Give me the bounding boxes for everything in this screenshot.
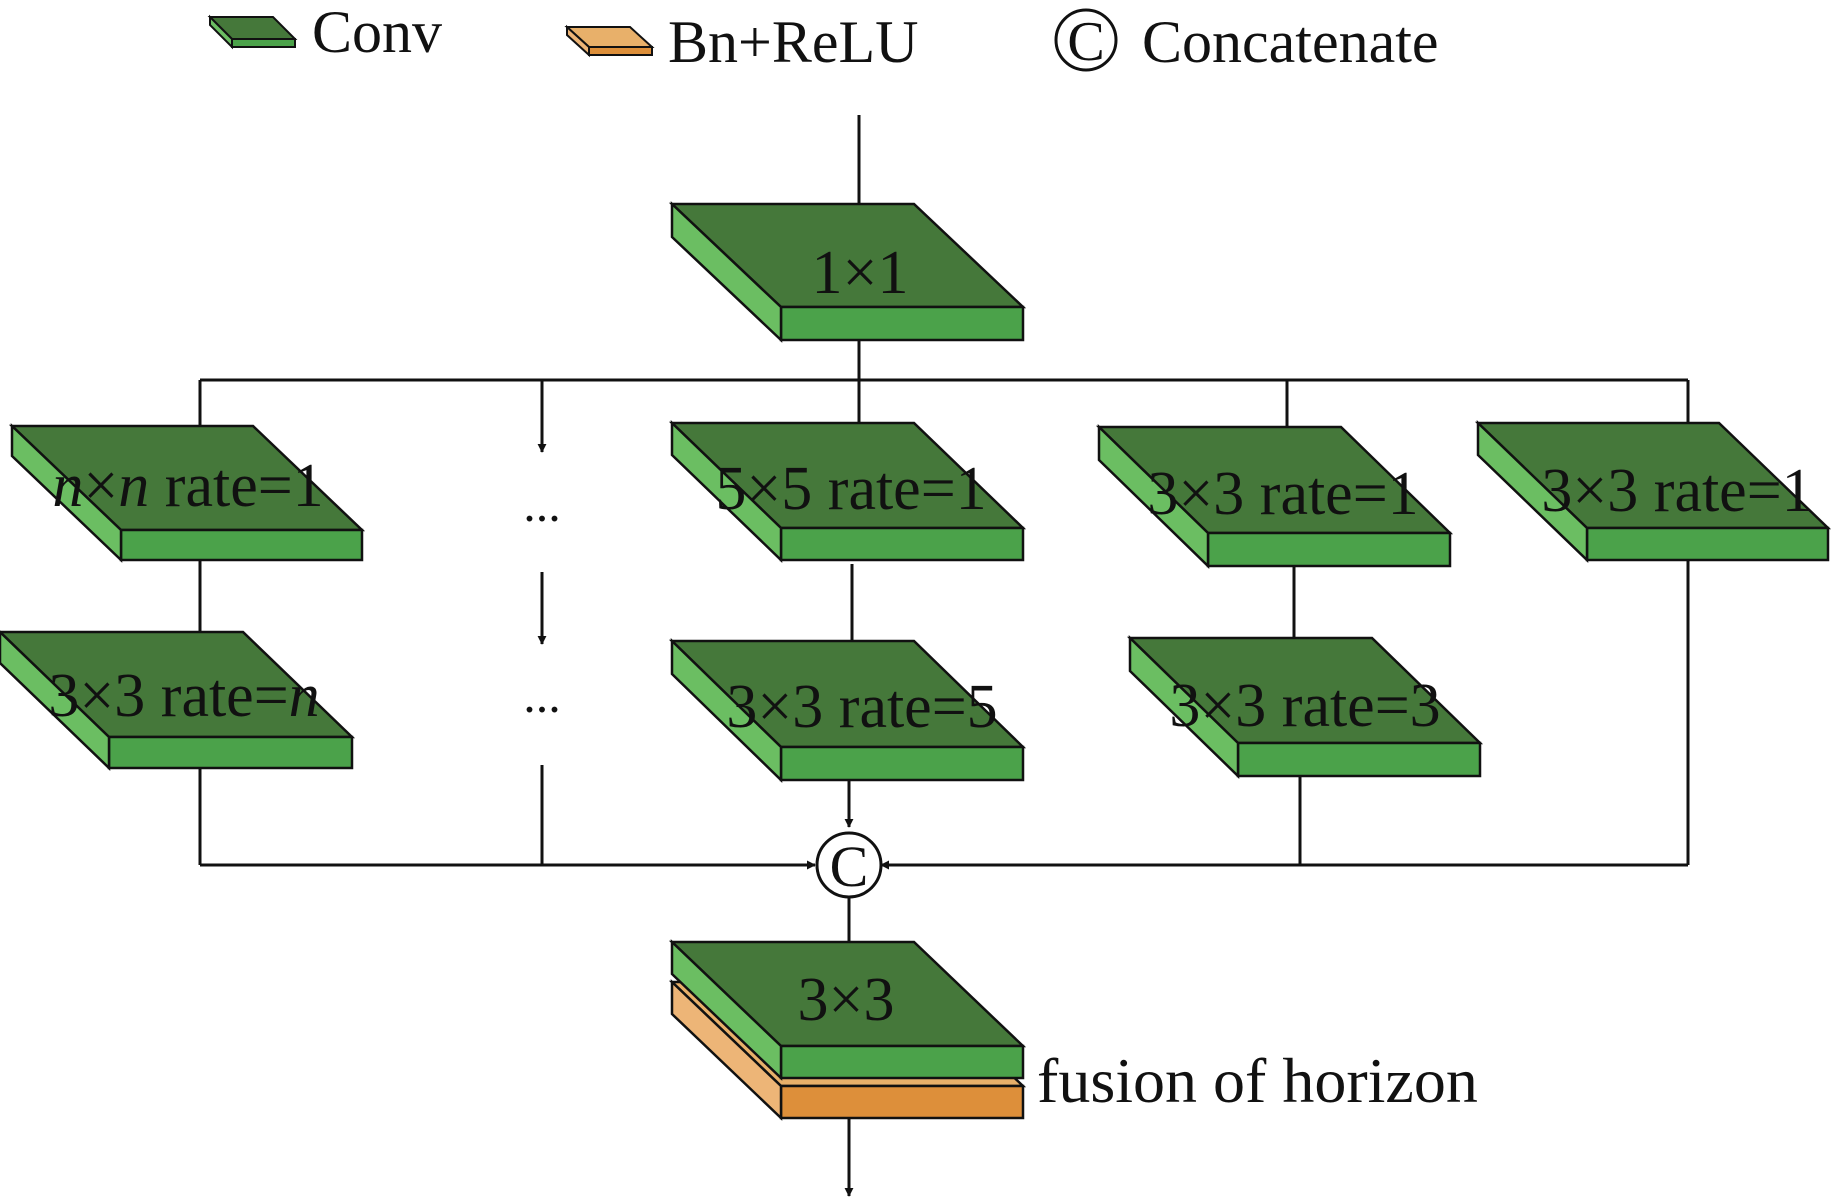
conv-block-branch1-level2: 3×3 rate=n bbox=[0, 630, 356, 771]
conv-block-branch3-level1: 5×5 rate=1 bbox=[668, 420, 1027, 563]
conv-block-branch1-level1-label: n×n rate=1 bbox=[52, 452, 323, 520]
conv-block-fusion-label: 3×3 bbox=[798, 966, 895, 1034]
conv-block-branch4-level2: 3×3 rate=3 bbox=[1126, 635, 1484, 779]
legend-concatenate-label: Concatenate bbox=[1142, 9, 1439, 75]
connectors bbox=[195, 115, 1693, 1197]
conv-block-branch1-level1: n×n rate=1 bbox=[8, 423, 366, 563]
conv-block-branch3-level1-label: 5×5 rate=1 bbox=[715, 455, 986, 523]
conv-block-branch4-level1: 3×3 rate=1 bbox=[1095, 424, 1454, 569]
legend-concat-symbol: C bbox=[1067, 11, 1104, 73]
legend-bn-relu-label: Bn+ReLU bbox=[668, 9, 919, 75]
concat-node: C bbox=[815, 831, 883, 899]
fusion-of-horizon-label: fusion of horizon bbox=[1037, 1045, 1478, 1116]
conv-block-1x1-label: 1×1 bbox=[812, 239, 909, 307]
legend-bn-relu-icon bbox=[564, 24, 655, 58]
concat-node-label: C bbox=[830, 834, 869, 899]
legend: Conv Bn+ReLU C Concatenate bbox=[207, 0, 1439, 75]
legend-concat-icon bbox=[1054, 8, 1118, 72]
legend-conv-label: Conv bbox=[312, 0, 442, 65]
ellipsis-level2: ... bbox=[523, 667, 561, 723]
ellipsis-level1: ... bbox=[523, 476, 561, 532]
conv-block-branch5-level1: 3×3 rate=1 bbox=[1474, 420, 1832, 563]
conv-block-branch3-level2: 3×3 rate=5 bbox=[668, 638, 1027, 783]
conv-block-branch4-level1-label: 3×3 rate=1 bbox=[1147, 460, 1418, 528]
legend-conv-icon bbox=[207, 14, 298, 50]
conv-block-1x1: 1×1 bbox=[668, 201, 1027, 343]
conv-block-branch1-level2-label: 3×3 rate=n bbox=[48, 662, 319, 730]
conv-block-branch4-level2-label: 3×3 rate=3 bbox=[1169, 672, 1440, 740]
concat-circle bbox=[815, 831, 883, 899]
conv-block-branch3-level2-label: 3×3 rate=5 bbox=[726, 673, 997, 741]
conv-block-fusion: 3×3 bbox=[668, 939, 1027, 1081]
conv-block-branch5-level1-label: 3×3 rate=1 bbox=[1541, 457, 1812, 525]
